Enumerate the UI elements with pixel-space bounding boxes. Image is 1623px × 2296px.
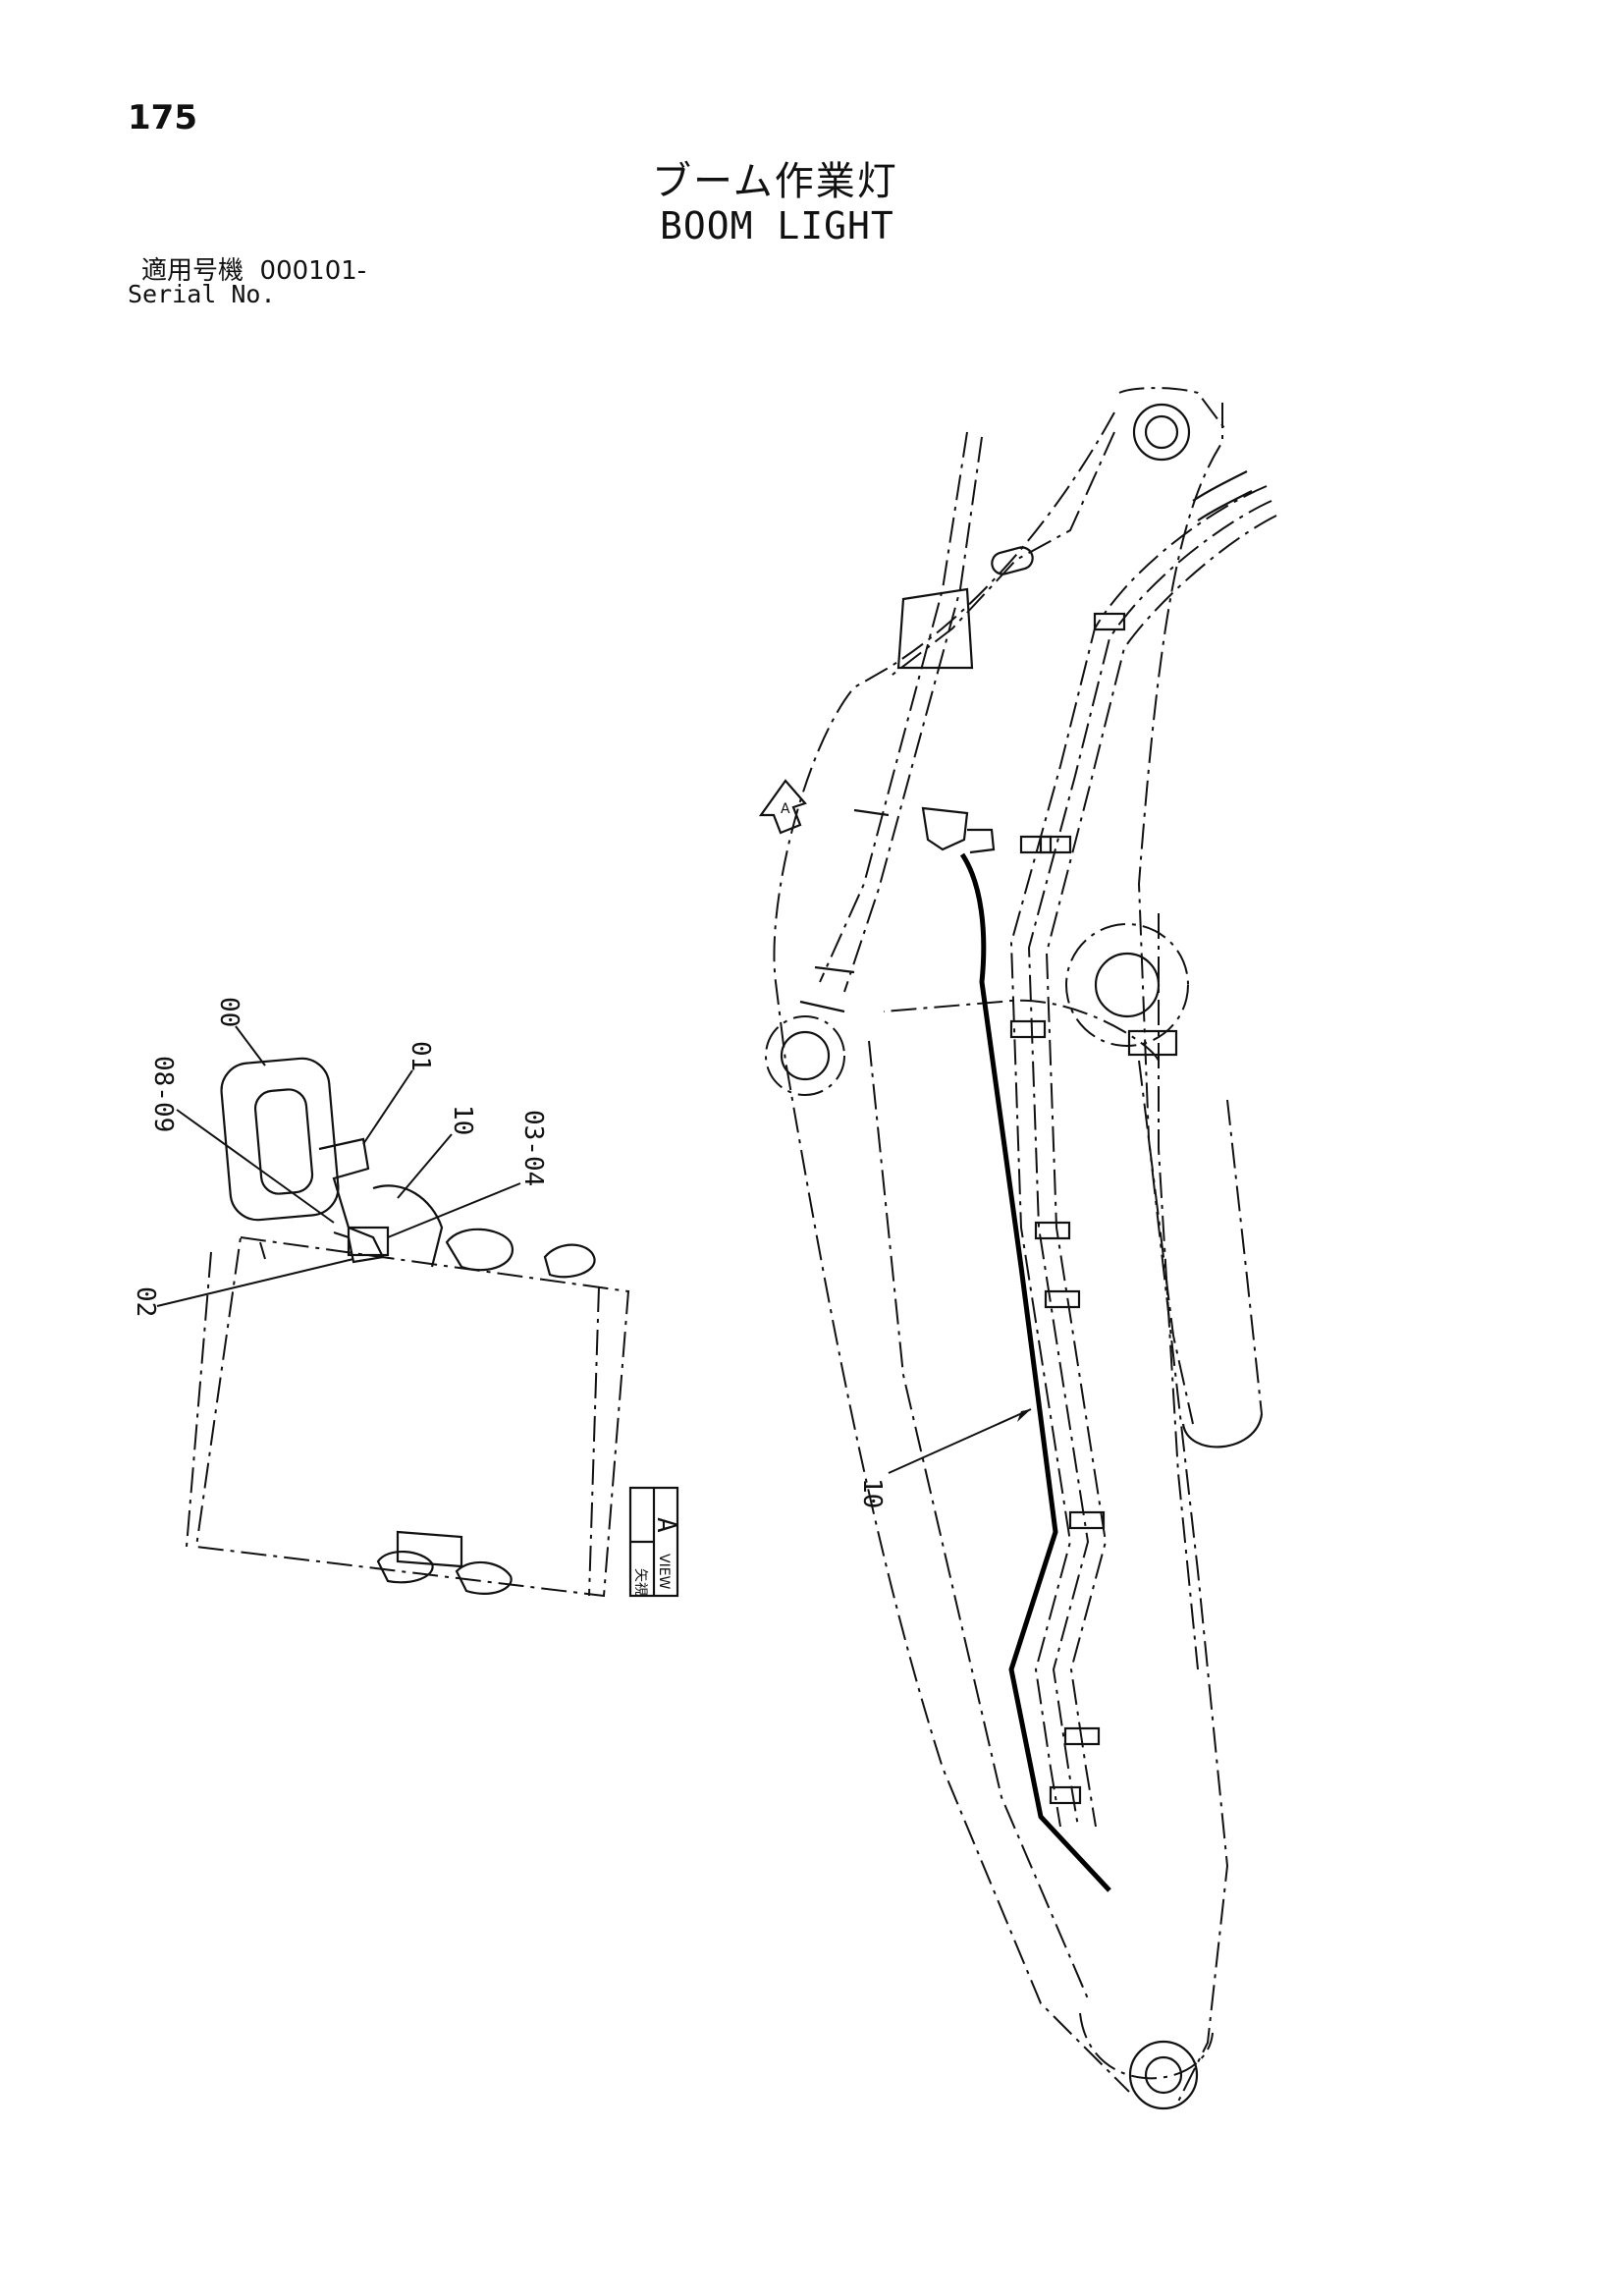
- serial-number-label-japanese: 適用号機 000101-: [141, 250, 366, 287]
- clamp: [1063, 1726, 1101, 1746]
- boom-top-pin-inner: [1144, 414, 1179, 450]
- clamp: [1039, 835, 1072, 854]
- boom-cylinder-rod: [1138, 1060, 1263, 1425]
- leader-10-boom: [888, 1408, 1032, 1474]
- lamp-base-clamp: [347, 1226, 390, 1257]
- page-number: 175: [128, 98, 197, 137]
- detail-boss-3: [376, 1550, 434, 1584]
- boom-inner-line: [1158, 913, 1199, 1670]
- callout-10-detail: 10: [448, 1105, 477, 1135]
- boom-lower-end: [1079, 2012, 1214, 2080]
- serial-number-label-english: Serial No.: [128, 280, 276, 308]
- boom-assembly: A: [758, 387, 1277, 2110]
- serial-number-value: 000101-: [259, 256, 367, 286]
- boom-cylinder-pin: [780, 1030, 831, 1081]
- page-title-english: BOOM LIGHT: [660, 204, 894, 247]
- clamp: [1068, 1510, 1106, 1530]
- boom-light-harness: [959, 852, 1111, 1892]
- leader-arrowhead: [1017, 1409, 1031, 1422]
- callout-10-boom: 10: [857, 1478, 887, 1508]
- pipe-clamps: [1009, 612, 1126, 1805]
- boom-outline-right: [1137, 403, 1229, 2103]
- view-arrow-a: A: [758, 779, 807, 835]
- lamp-lens: [253, 1088, 314, 1195]
- detail-boss-1: [445, 1228, 514, 1272]
- callout-00: 00: [214, 997, 243, 1027]
- clamp: [1093, 612, 1126, 631]
- leader-02: [156, 1258, 354, 1307]
- callout-03-04: 03-04: [518, 1110, 548, 1186]
- leader-10-detail: [397, 1133, 453, 1199]
- callout-01: 01: [406, 1041, 435, 1071]
- detail-boss-4: [455, 1560, 513, 1595]
- leader-03-04: [387, 1182, 521, 1238]
- boom-top-edge: [1118, 387, 1228, 433]
- boom-light-bracket: [967, 828, 996, 854]
- arm-cylinder-right: [843, 436, 983, 993]
- detail-block-outline: [194, 1235, 630, 1598]
- view-box-letter: A: [651, 1517, 680, 1533]
- lamp-stay: [318, 1137, 385, 1264]
- arm-cylinder-band: [799, 808, 890, 1013]
- boom-middle-pin-ring: [1065, 923, 1189, 1047]
- detail-boss-2: [543, 1243, 596, 1279]
- serial-label-jp: 適用号機: [141, 256, 244, 286]
- view-box-en: VIEW: [656, 1554, 672, 1590]
- boom-foot-pin-outer: [1128, 2040, 1199, 2110]
- callout-02: 02: [131, 1286, 160, 1317]
- clamp: [1009, 1019, 1047, 1039]
- boom-slot-hole: [991, 546, 1034, 575]
- leader-08-09: [176, 1109, 335, 1224]
- lamp-switch-cable: [372, 1184, 444, 1268]
- hydraulic-pipes: [883, 470, 1277, 1828]
- view-arrow-letter: A: [781, 801, 790, 817]
- boom-top-pin-outer: [1132, 403, 1191, 462]
- clamp: [1044, 1289, 1081, 1309]
- view-box-jp: 矢視: [632, 1568, 648, 1596]
- lamp-housing: [220, 1057, 340, 1222]
- leader-01: [362, 1069, 413, 1145]
- callout-08-09: 08-09: [148, 1056, 178, 1132]
- arm-cylinder-left: [819, 431, 968, 983]
- clamp: [1049, 1785, 1082, 1805]
- boom-outline-left: [773, 411, 1130, 2093]
- clamp: [1034, 1221, 1071, 1240]
- detail-block-inner: [186, 1241, 600, 1597]
- boom-foot-pin-inner: [1144, 2055, 1183, 2095]
- boom-cylinder-clamp: [1127, 1029, 1178, 1057]
- view-a-label-box: A 矢視 VIEW: [628, 1486, 680, 1598]
- view-a-detail: 00 01 10 08-09 03-04 02 10 A 矢視 VIEW: [131, 997, 887, 1598]
- boom-web-line: [868, 1040, 1091, 2004]
- leader-00: [235, 1025, 266, 1066]
- clamp: [1019, 835, 1053, 854]
- boom-cylinder-end: [1181, 1413, 1264, 1449]
- page-title-japanese: ブーム作業灯: [652, 159, 898, 204]
- boom-light-lamp: [921, 806, 969, 851]
- boom-middle-pin-outer: [1094, 952, 1161, 1018]
- detail-side-lug: [396, 1530, 463, 1568]
- arm-cylinder-head: [896, 587, 974, 670]
- boom-cylinder-pin-ring: [765, 1015, 845, 1096]
